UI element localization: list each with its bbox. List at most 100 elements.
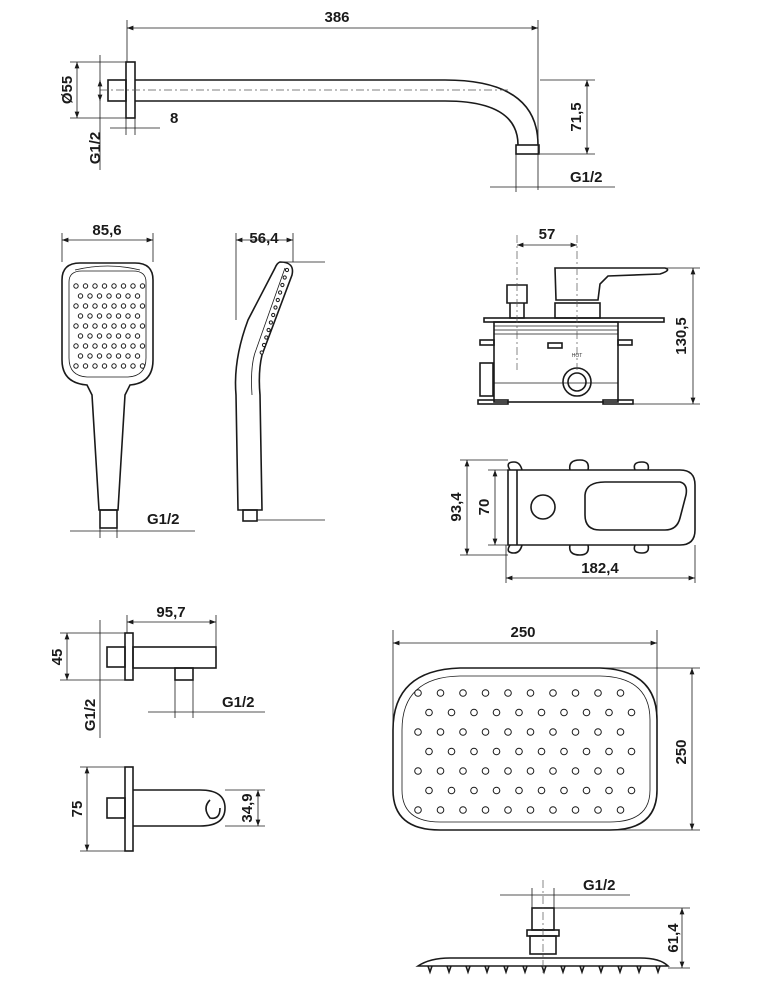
nozzle-dot bbox=[111, 303, 117, 309]
nozzle-dot bbox=[125, 313, 131, 319]
nozzle-dot bbox=[414, 728, 422, 736]
nozzle-dot bbox=[130, 323, 136, 329]
nozzle-tip bbox=[655, 965, 661, 975]
nozzle-dot bbox=[459, 806, 467, 814]
nozzle-dot bbox=[120, 343, 127, 349]
mixer-height-label: 130,5 bbox=[673, 317, 690, 355]
nozzle-dot bbox=[470, 786, 478, 795]
nozzle-dot bbox=[130, 283, 136, 289]
hand-shower-depth-label: 56,4 bbox=[249, 230, 279, 247]
nozzle-dot bbox=[73, 323, 79, 329]
nozzle-dot bbox=[115, 333, 122, 339]
nozzle-dot bbox=[106, 333, 112, 339]
nozzle-dot bbox=[82, 283, 89, 289]
nozzle-dot bbox=[436, 728, 445, 736]
overhead-depth-label: 250 bbox=[673, 739, 690, 764]
nozzle-dot bbox=[447, 786, 456, 795]
nozzle-dot bbox=[101, 343, 108, 349]
mixer-body-drawing: HOT 57 130,5 bbox=[477, 226, 700, 405]
nozzle-dot bbox=[436, 689, 445, 697]
nozzle-dot bbox=[82, 323, 89, 329]
nozzle-dot bbox=[560, 747, 568, 756]
nozzle-dot bbox=[594, 728, 602, 736]
nozzle-dot bbox=[278, 290, 283, 295]
nozzle-dot bbox=[582, 747, 591, 756]
mixer-plate-drawing: 93,4 70 182,4 bbox=[448, 459, 696, 583]
nozzle-dot bbox=[134, 353, 141, 359]
hand-shower-side-nozzles bbox=[259, 267, 290, 355]
nozzle-dot bbox=[73, 283, 79, 289]
nozzle-tip bbox=[465, 965, 471, 975]
nozzle-dot bbox=[264, 335, 269, 340]
nozzle-dot bbox=[549, 806, 557, 814]
nozzle-dot bbox=[470, 708, 478, 717]
nozzle-dot bbox=[111, 283, 117, 289]
nozzle-tip bbox=[484, 965, 490, 975]
nozzle-dot bbox=[571, 806, 580, 814]
nozzle-dot bbox=[82, 303, 89, 309]
nozzle-dot bbox=[526, 767, 535, 775]
elbow-inlet-thread-label: G1/2 bbox=[82, 699, 99, 732]
nozzle-dot bbox=[560, 786, 568, 795]
nozzle-dot bbox=[96, 293, 103, 299]
nozzle-dot bbox=[414, 767, 422, 775]
nozzle-dot bbox=[594, 806, 602, 814]
nozzle-dot bbox=[87, 293, 93, 299]
nozzle-dot bbox=[268, 320, 273, 325]
nozzle-dot bbox=[549, 728, 557, 736]
nozzle-dot bbox=[82, 343, 89, 349]
nozzle-dot bbox=[130, 303, 136, 309]
nozzle-dot bbox=[414, 806, 422, 814]
nozzle-dot bbox=[275, 297, 280, 303]
nozzle-dot bbox=[594, 767, 602, 775]
nozzle-dot bbox=[111, 363, 117, 369]
shower-arm-drawing: 386 Ø55 G1/2 8 71,5 G1/2 bbox=[59, 9, 615, 192]
overhead-height-label: 61,4 bbox=[665, 923, 682, 953]
nozzle-dot bbox=[414, 689, 422, 697]
nozzle-dot bbox=[616, 806, 625, 814]
nozzle-dot bbox=[96, 313, 103, 319]
nozzle-dot bbox=[425, 708, 433, 717]
nozzle-dot bbox=[560, 708, 568, 717]
nozzle-dot bbox=[106, 353, 112, 359]
overhead-width-label: 250 bbox=[510, 624, 535, 641]
nozzle-dot bbox=[549, 767, 557, 775]
holder-hook-label: 34,9 bbox=[239, 793, 256, 822]
overhead-shower-nozzles bbox=[414, 689, 636, 814]
nozzle-dot bbox=[571, 767, 580, 775]
hand-shower-side-drawing: 56,4 bbox=[234, 230, 325, 522]
nozzle-dot bbox=[504, 728, 512, 736]
nozzle-dot bbox=[120, 363, 127, 369]
nozzle-dot bbox=[77, 353, 84, 359]
hand-shower-nozzles bbox=[73, 283, 146, 369]
overhead-shower-top-drawing: 250 250 bbox=[392, 624, 700, 831]
nozzle-dot bbox=[87, 333, 93, 339]
flange-depth-label: 8 bbox=[170, 110, 178, 127]
nozzle-dot bbox=[571, 728, 580, 736]
nozzle-dot bbox=[582, 708, 591, 717]
nozzle-dot bbox=[425, 747, 433, 756]
nozzle-dot bbox=[96, 333, 103, 339]
nozzle-dot bbox=[504, 806, 512, 814]
nozzle-dot bbox=[459, 728, 467, 736]
nozzle-dot bbox=[115, 313, 122, 319]
nozzle-dot bbox=[273, 305, 278, 310]
elbow-height-label: 45 bbox=[49, 649, 66, 666]
nozzle-dot bbox=[87, 353, 93, 359]
nozzle-dot bbox=[120, 303, 127, 309]
nozzle-dot bbox=[436, 767, 445, 775]
nozzle-tip bbox=[560, 965, 566, 975]
nozzle-dot bbox=[627, 747, 636, 756]
nozzle-dot bbox=[92, 283, 98, 289]
overhead-shower-side-drawing: G1/2 61,4 bbox=[415, 877, 690, 975]
nozzle-tip bbox=[427, 965, 433, 975]
nozzle-dot bbox=[481, 689, 490, 697]
overhead-side-nozzles bbox=[427, 965, 661, 975]
nozzle-tip bbox=[636, 965, 642, 975]
nozzle-dot bbox=[139, 363, 146, 369]
nozzle-dot bbox=[96, 353, 103, 359]
arm-drop-label: 71,5 bbox=[568, 102, 585, 131]
nozzle-dot bbox=[139, 283, 146, 289]
nozzle-dot bbox=[77, 313, 84, 319]
